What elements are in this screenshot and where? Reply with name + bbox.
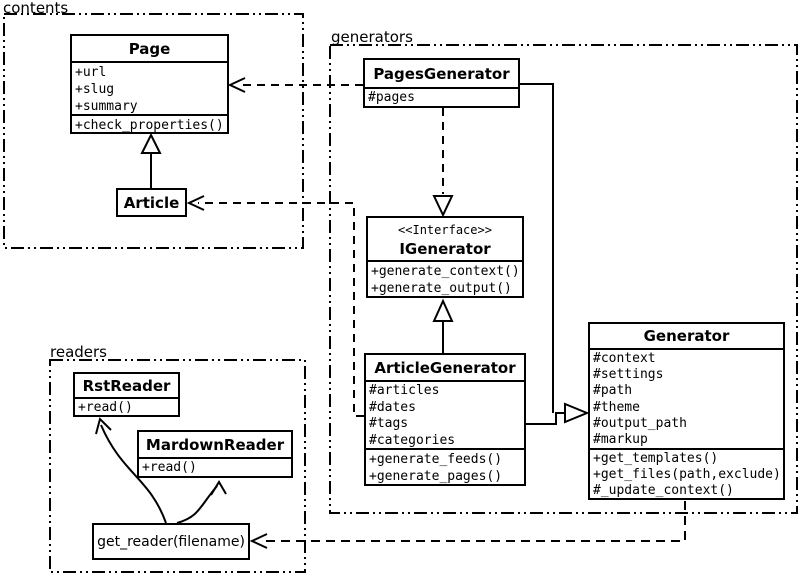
class-article: Article (116, 188, 187, 217)
class-page-attributes: +url +slug +summary (72, 61, 227, 114)
attribute: #dates (369, 399, 416, 415)
generalization-to-generator-arrowhead (564, 402, 590, 424)
class-pagesgenerator-title: PagesGenerator (373, 64, 510, 83)
package-generators-frame (329, 44, 798, 514)
package-label-generators: generators (331, 28, 413, 46)
class-igenerator-methods: +generate_context() +generate_output() (368, 260, 522, 296)
class-page-methods: +check_properties() (72, 114, 227, 136)
class-igenerator-header: <<Interface>> IGenerator (368, 218, 522, 260)
attribute: +url (75, 65, 107, 80)
class-rstreader: RstReader +read() (73, 372, 180, 417)
class-generator: Generator #context #settings #path #them… (588, 322, 785, 500)
attribute: #context (593, 351, 656, 366)
dependency-articlegenerator-to-article-line (198, 202, 364, 417)
method: +get_templates() (593, 451, 719, 466)
function-get-reader: get_reader(filename) (92, 523, 250, 560)
class-mardownreader-methods: +read() (139, 457, 291, 476)
dependency-articlegenerator-to-article-arrowhead (186, 195, 205, 211)
realization-pagesgenerator-to-igenerator-arrowhead (432, 195, 454, 218)
dependency-generator-to-getreader-line (262, 501, 686, 542)
arrow-getreader-to-rstreader-arrowhead (95, 417, 112, 435)
attribute: #categories (369, 432, 456, 448)
generalization-articlegenerator-to-generator-line (526, 412, 565, 425)
attribute: #theme (593, 399, 640, 415)
package-label-contents: contents (3, 0, 69, 17)
class-pagesgenerator: PagesGenerator #pages (363, 58, 520, 108)
class-articlegenerator: ArticleGenerator #articles #dates #tags … (364, 353, 526, 486)
class-articlegenerator-attributes: #articles #dates #tags #categories (366, 380, 524, 448)
generalization-article-to-page-arrowhead (140, 132, 162, 154)
function-get-reader-label: get_reader(filename) (97, 533, 245, 550)
attribute: #tags (369, 416, 409, 431)
class-mardownreader: MardownReader +read() (137, 430, 293, 478)
generalization-articlegenerator-to-igenerator-arrowhead (432, 298, 454, 322)
class-generator-methods: +get_templates() +get_files(path,exclude… (590, 448, 783, 498)
arrow-getreader-to-mardownreader-arrowhead (210, 480, 227, 496)
arrow-getreader-to-mardownreader-line (176, 485, 218, 524)
method: +check_properties() (75, 118, 224, 133)
package-label-readers: readers (50, 343, 107, 361)
dependency-generator-to-getreader-arrowhead (249, 533, 268, 549)
attribute: #articles (369, 383, 440, 398)
class-articlegenerator-title: ArticleGenerator (374, 358, 516, 377)
class-page-title: Page (128, 39, 171, 58)
attribute: #path (593, 383, 633, 399)
method: +read() (78, 400, 133, 415)
class-page: Page +url +slug +summary +check_properti… (70, 34, 229, 134)
generalization-pagesgenerator-to-generator-line (520, 83, 554, 413)
method: +generate_output() (371, 281, 512, 296)
arrow-getreader-to-rstreader-line (100, 424, 167, 524)
package-readers-frame (49, 359, 306, 573)
attribute: #settings (593, 367, 664, 383)
attribute: #output_path (593, 415, 687, 431)
method: +generate_pages() (369, 469, 503, 484)
attribute: #pages (368, 90, 415, 105)
class-article-title: Article (123, 193, 180, 212)
class-pagesgenerator-attributes: #pages (365, 87, 518, 106)
class-igenerator-title: IGenerator (399, 240, 491, 258)
class-generator-title: Generator (643, 327, 730, 345)
method: +generate_context() (371, 264, 520, 279)
package-contents-frame (3, 13, 304, 249)
attribute: +slug (75, 82, 115, 97)
class-generator-attributes: #context #settings #path #theme #output_… (590, 348, 783, 448)
method: +generate_feeds() (369, 452, 503, 467)
class-igenerator-stereotype: <<Interface>> (398, 223, 492, 237)
method: #_update_context() (593, 483, 734, 498)
method: +get_files(path,exclude) (593, 467, 781, 483)
attribute: +summary (75, 99, 138, 114)
class-rstreader-title: RstReader (82, 376, 171, 395)
class-igenerator: <<Interface>> IGenerator +generate_conte… (366, 216, 524, 298)
method: +read() (142, 460, 197, 475)
class-articlegenerator-methods: +generate_feeds() +generate_pages() (366, 448, 524, 484)
class-rstreader-methods: +read() (75, 397, 178, 415)
attribute: #markup (593, 432, 648, 448)
dependency-pagesgenerator-to-page-arrowhead (227, 77, 246, 93)
class-mardownreader-title: MardownReader (145, 435, 285, 454)
